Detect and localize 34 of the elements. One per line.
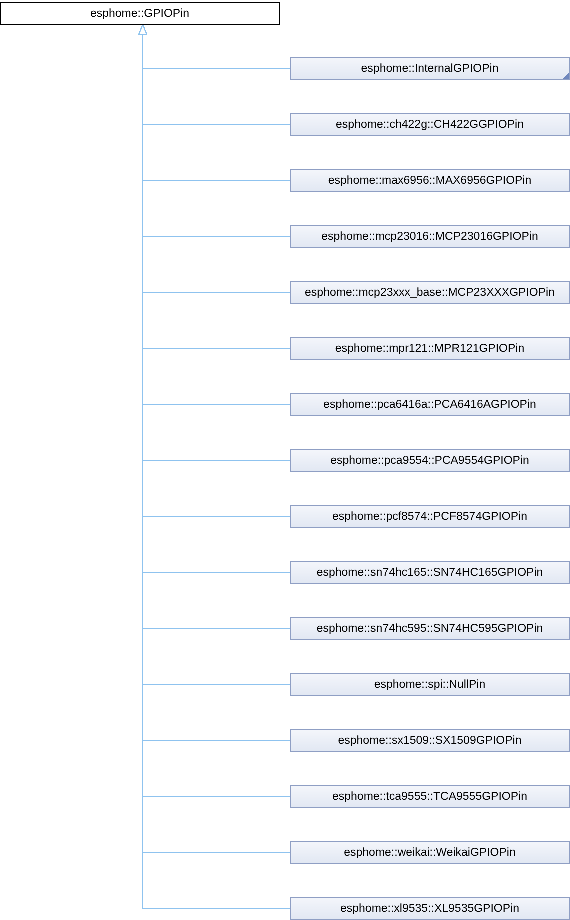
class-name: esphome::pcf8574::PCF8574GPIOPin [332, 510, 528, 522]
class-name: esphome::sx1509::SX1509GPIOPin [338, 734, 522, 746]
class-box [290, 393, 570, 416]
class-name: esphome::mcp23xxx_base::MCP23XXXGPIOPin [305, 286, 555, 298]
class-name: esphome::max6956::MAX6956GPIOPin [328, 174, 532, 186]
class-box [290, 729, 570, 752]
class-box [290, 337, 570, 360]
class-name: esphome::mcp23016::MCP23016GPIOPin [322, 230, 538, 242]
class-box [290, 785, 570, 808]
class-box [290, 169, 570, 192]
class-name: esphome::GPIOPin [90, 8, 190, 20]
class-name: esphome::pca6416a::PCA6416AGPIOPin [324, 398, 536, 410]
class-name: esphome::sn74hc595::SN74HC595GPIOPin [316, 622, 544, 634]
class-name: esphome::pca9554::PCA9554GPIOPin [330, 454, 530, 466]
class-name: esphome::mpr121::MPR121GPIOPin [335, 342, 525, 354]
class-box [290, 897, 570, 920]
class-name: esphome::InternalGPIOPin [361, 62, 499, 74]
class-box [0, 2, 280, 25]
class-box [290, 57, 570, 80]
class-box [290, 617, 570, 640]
class-box [290, 449, 570, 472]
class-name: esphome::tca9555::TCA9555GPIOPin [332, 790, 528, 802]
class-name: esphome::ch422g::CH422GGPIOPin [336, 118, 524, 130]
class-box [290, 225, 570, 248]
class-box [290, 561, 570, 584]
class-box [290, 841, 570, 864]
class-name: esphome::weikai::WeikaiGPIOPin [344, 846, 516, 858]
class-name: esphome::spi::NullPin [374, 678, 486, 690]
class-name: esphome::xl9535::XL9535GPIOPin [340, 902, 520, 914]
class-box [290, 113, 570, 136]
class-box [290, 281, 570, 304]
class-name: esphome::sn74hc165::SN74HC165GPIOPin [316, 566, 544, 578]
class-box [290, 505, 570, 528]
class-box [290, 673, 570, 696]
